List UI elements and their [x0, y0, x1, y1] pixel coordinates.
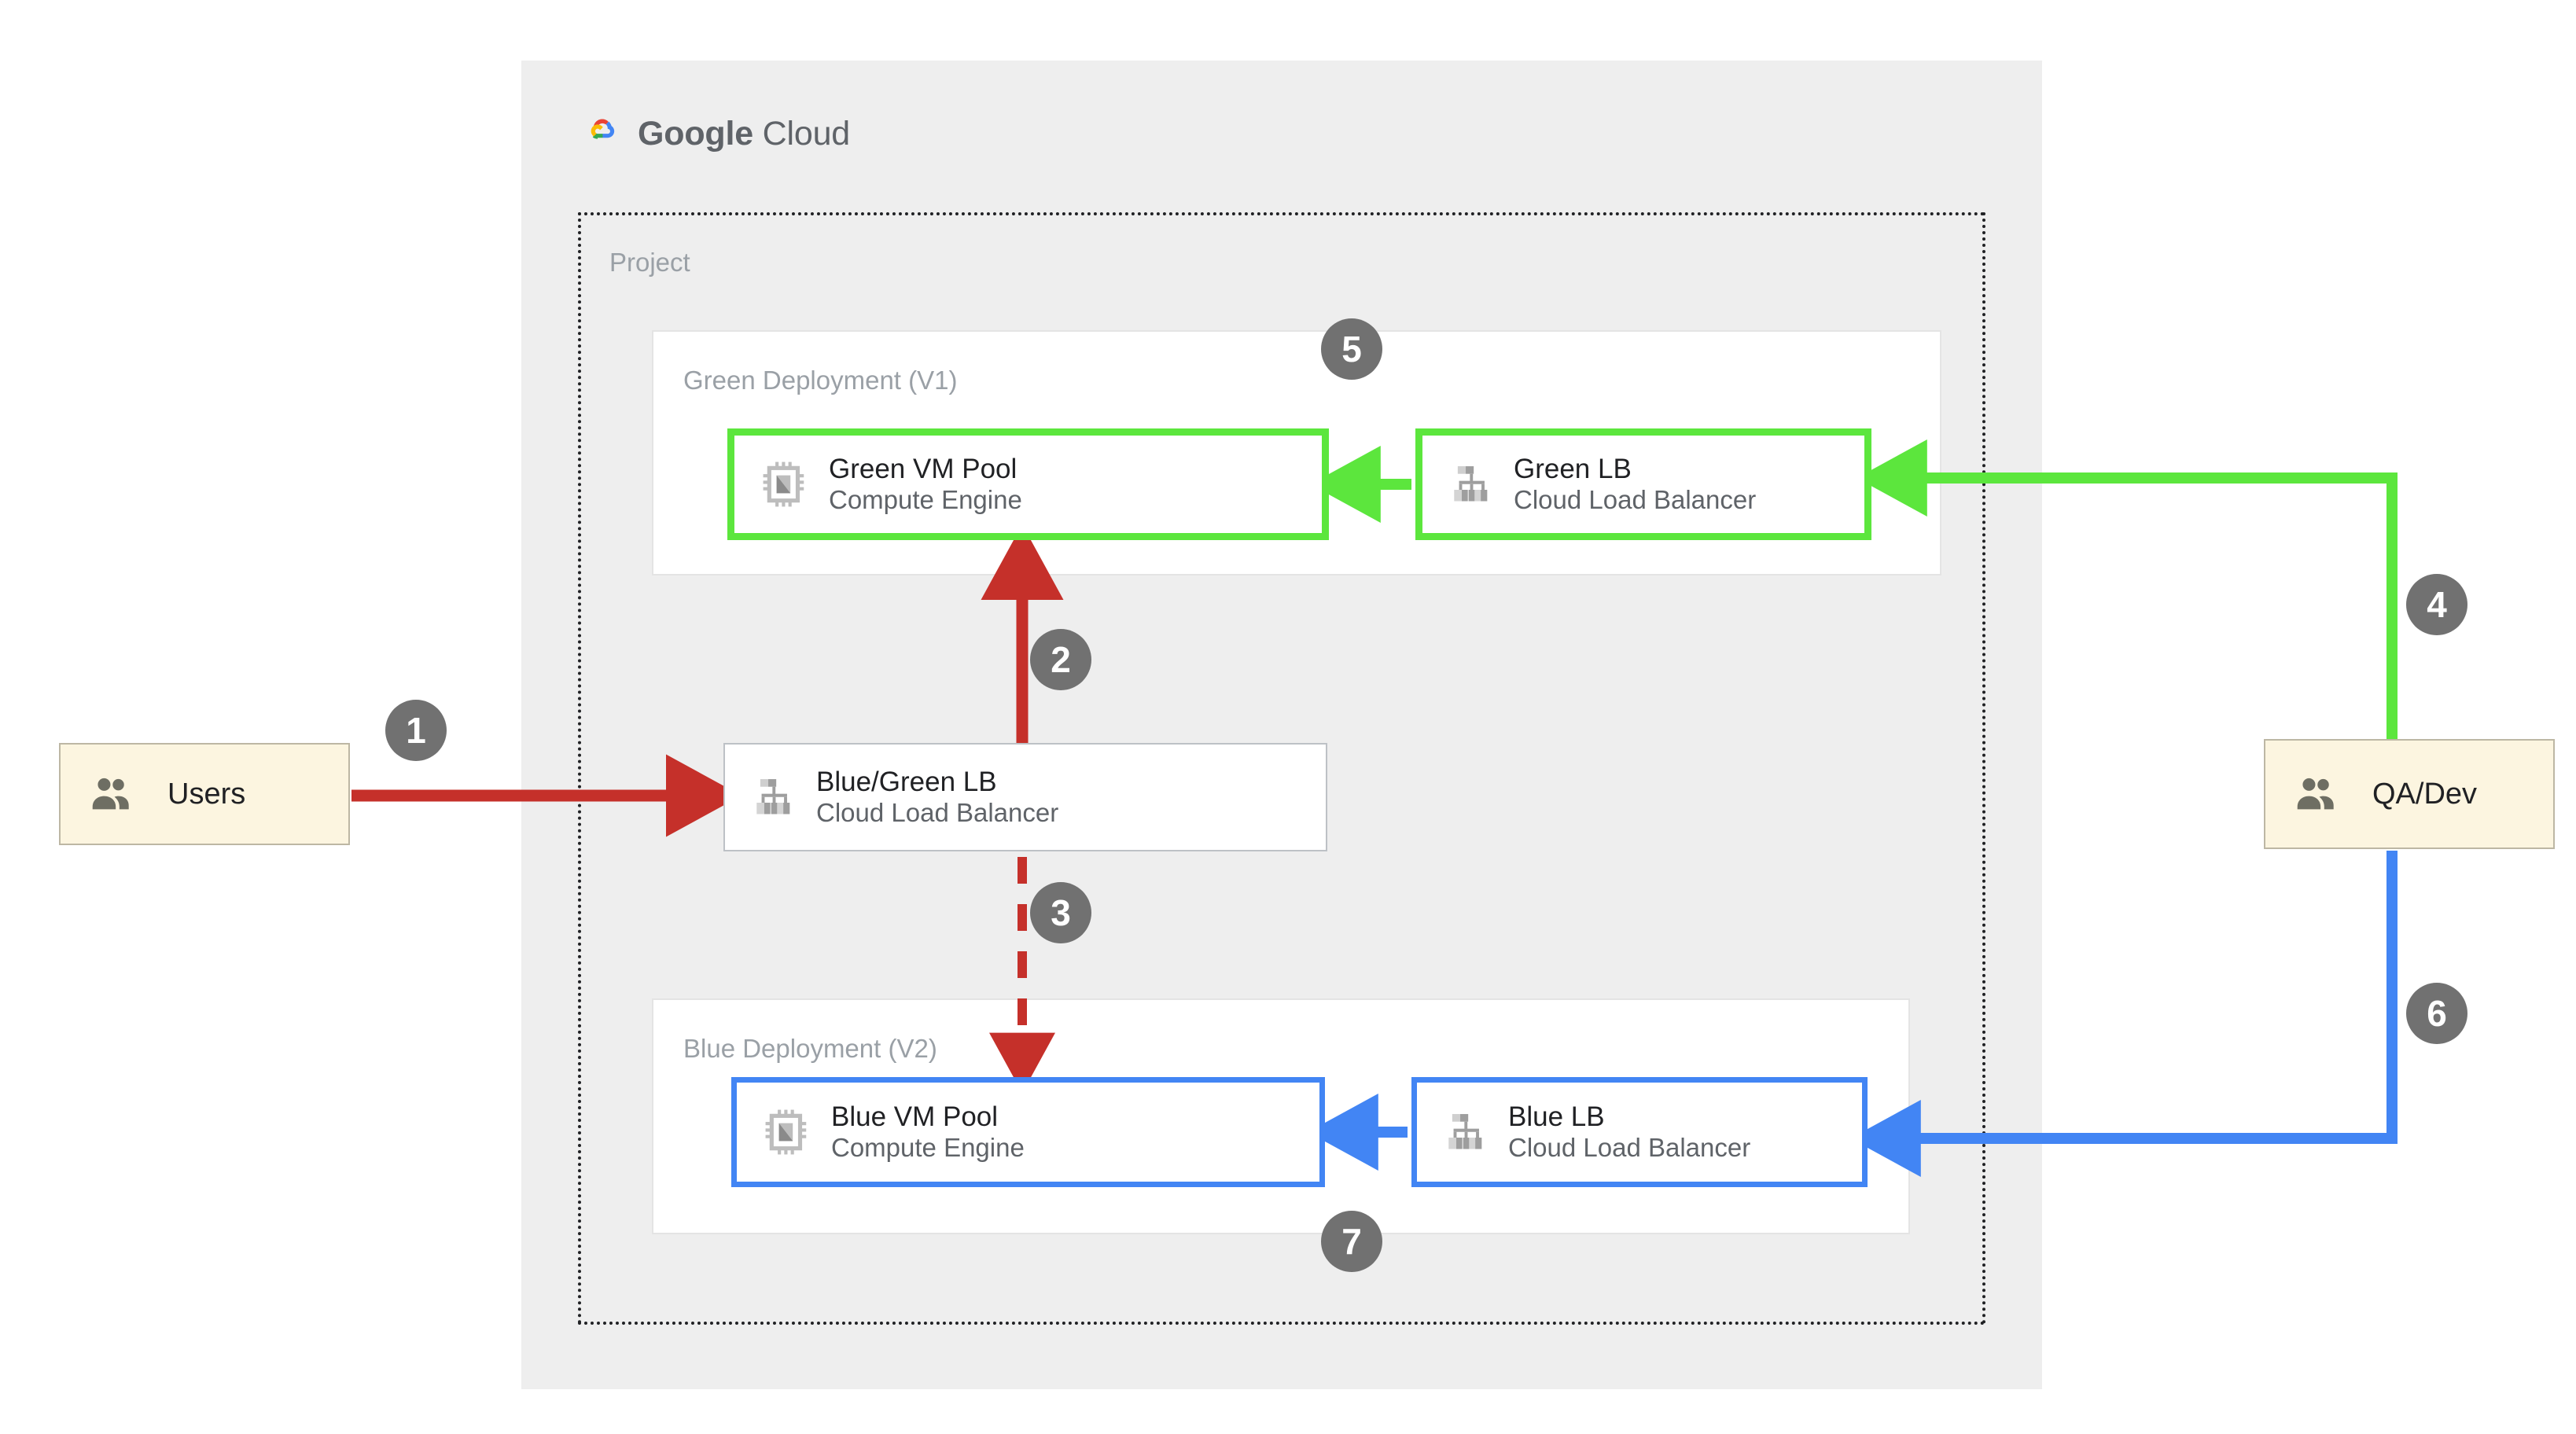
node-title: Green LB [1514, 453, 1632, 484]
node-subtitle: Compute Engine [829, 485, 1022, 515]
node-title: Blue LB [1508, 1101, 1605, 1132]
node-subtitle: Cloud Load Balancer [816, 798, 1059, 828]
node-blue-lb[interactable]: Blue LB Cloud Load Balancer [1411, 1077, 1868, 1187]
node-text: Green LB Cloud Load Balancer [1514, 453, 1756, 516]
node-green-vm-pool[interactable]: Green VM Pool Compute Engine [727, 428, 1329, 540]
node-title: Blue VM Pool [831, 1101, 999, 1132]
node-blue-vm-pool[interactable]: Blue VM Pool Compute Engine [731, 1077, 1325, 1187]
node-green-lb[interactable]: Green LB Cloud Load Balancer [1415, 428, 1871, 540]
step-badge-1: 1 [385, 700, 447, 761]
node-bluegreen-lb[interactable]: Blue/Green LB Cloud Load Balancer [723, 743, 1327, 851]
actor-users[interactable]: Users [59, 743, 350, 845]
cloud-load-balancer-icon [756, 779, 790, 814]
project-boundary [578, 212, 1985, 1325]
compute-engine-icon [765, 1109, 807, 1155]
actor-label: Users [167, 777, 246, 811]
step-badge-6: 6 [2406, 983, 2467, 1044]
users-group-icon [92, 778, 129, 810]
actor-label: QA/Dev [2372, 777, 2478, 811]
node-subtitle: Cloud Load Balancer [1514, 485, 1757, 515]
step-badge-5: 5 [1321, 318, 1382, 380]
node-text: Blue LB Cloud Load Balancer [1508, 1101, 1750, 1164]
green-deployment-label: Green Deployment (V1) [683, 366, 958, 395]
brand-cloud: Cloud [762, 114, 851, 153]
cloud-load-balancer-icon [1454, 466, 1488, 502]
blue-deployment-label: Blue Deployment (V2) [683, 1034, 937, 1063]
node-title: Green VM Pool [829, 453, 1018, 484]
node-title: Blue/Green LB [816, 766, 997, 797]
google-cloud-brand: Google Cloud [578, 106, 1018, 161]
step-badge-2: 2 [1030, 629, 1091, 690]
google-cloud-wordmark: Google Cloud [638, 115, 850, 153]
node-text: Blue/Green LB Cloud Load Balancer [816, 766, 1058, 829]
google-cloud-logo-icon [591, 119, 615, 139]
compute-engine-icon [763, 461, 804, 507]
node-subtitle: Cloud Load Balancer [1508, 1133, 1751, 1163]
project-label: Project [609, 248, 690, 277]
step-badge-3: 3 [1030, 882, 1091, 943]
cloud-load-balancer-icon [1448, 1114, 1482, 1149]
actor-qa-dev[interactable]: QA/Dev [2264, 739, 2555, 849]
brand-google: Google [638, 114, 753, 153]
step-badge-4: 4 [2406, 574, 2467, 635]
node-text: Blue VM Pool Compute Engine [831, 1101, 1025, 1164]
step-badge-7: 7 [1321, 1211, 1382, 1272]
node-subtitle: Compute Engine [831, 1133, 1025, 1163]
users-group-icon [2297, 778, 2334, 810]
node-text: Green VM Pool Compute Engine [829, 453, 1022, 516]
